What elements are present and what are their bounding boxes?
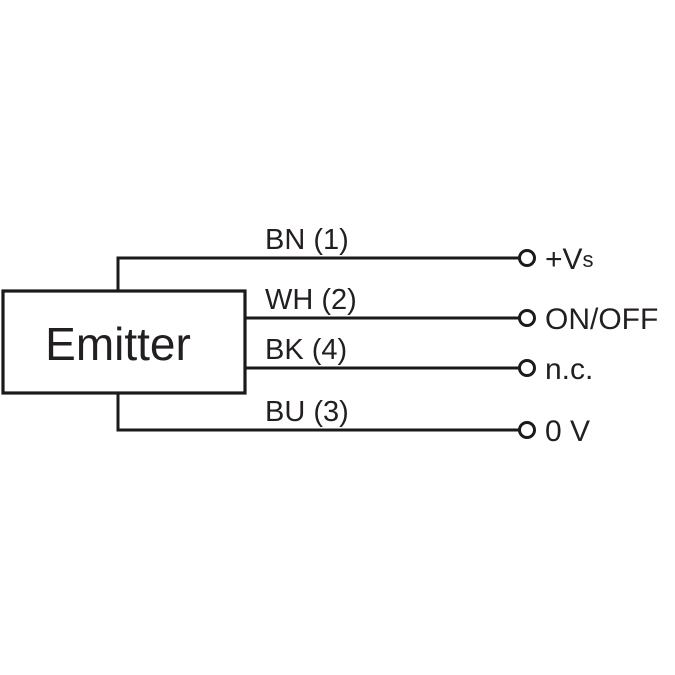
connection-bn: BN (1) +Vs	[116, 224, 594, 393]
terminal-label-wh: ON/OFF	[545, 303, 658, 336]
terminal-label-bk-main: n.c.	[545, 353, 593, 386]
wire-label-bk: BK (4)	[265, 334, 347, 366]
connection-wh: WH (2) ON/OFF	[245, 284, 658, 336]
terminal-label-bn-main: +V	[545, 243, 583, 276]
terminal-label-bn-sub: s	[583, 247, 594, 272]
device-box-label: Emitter	[45, 318, 191, 370]
terminal-circle-wh[interactable]	[518, 309, 536, 327]
terminal-circle-bu[interactable]	[518, 421, 536, 439]
connection-bk: BK (4) n.c.	[245, 334, 593, 386]
device-box-rect	[1, 289, 247, 395]
terminal-label-wh-main: ON/OFF	[545, 303, 658, 336]
wire-label-bn: BN (1)	[265, 224, 349, 256]
terminal-label-bn: +Vs	[545, 243, 594, 276]
terminal-label-bk: n.c.	[545, 353, 593, 386]
wire-label-bu: BU (3)	[265, 396, 349, 428]
terminal-circle-bk[interactable]	[518, 359, 536, 377]
terminal-circle-bn[interactable]	[518, 249, 536, 267]
device-emitter: Emitter	[1, 289, 247, 395]
terminal-label-bu: 0 V	[545, 415, 590, 448]
terminal-label-bu-main: 0 V	[545, 415, 590, 448]
wire-label-wh: WH (2)	[265, 284, 357, 316]
